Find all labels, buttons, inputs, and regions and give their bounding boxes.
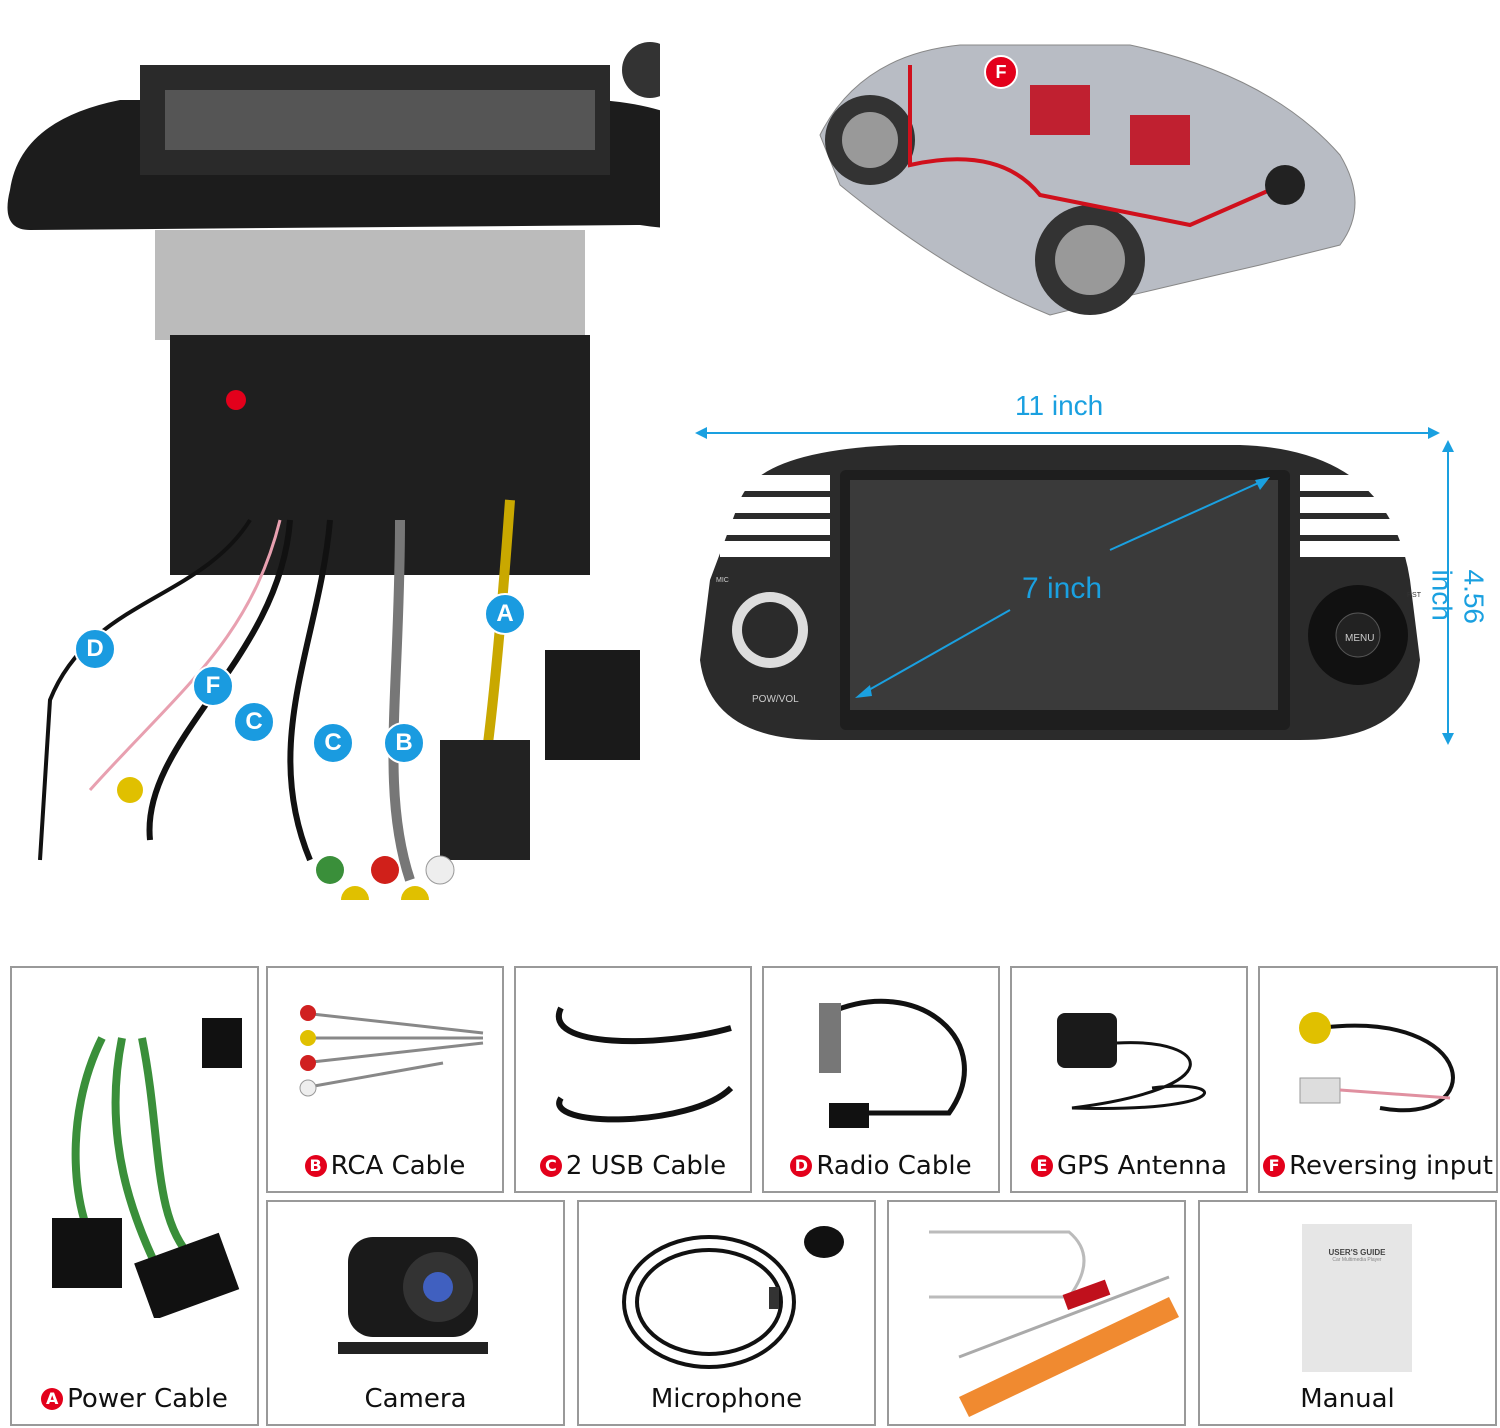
radio-cable-image: [819, 998, 967, 1128]
accessory-removal-tools: [887, 1200, 1186, 1426]
callout-b: B: [383, 722, 425, 764]
camera-image: [338, 1237, 488, 1354]
car-callout-f: F: [984, 55, 1018, 89]
unit-rear-view-image: [7, 42, 660, 900]
menu-button[interactable]: MENU: [1345, 633, 1375, 644]
car-cutaway-image: [819, 44, 1356, 316]
accessory-label: Microphone: [650, 1384, 803, 1414]
usb-cable-image: [555, 1006, 734, 1123]
gps-antenna-image: [1057, 1013, 1207, 1110]
power-cable-image: [52, 1018, 242, 1318]
reversing-cable-image: [1299, 1012, 1455, 1113]
callout-a: A: [484, 593, 526, 635]
callout-c: C: [233, 701, 275, 743]
accessory-microphone: Microphone: [577, 1200, 876, 1426]
microphone-image: [622, 1226, 844, 1369]
rca-cable-image: [299, 1005, 484, 1097]
callout-f: F: [192, 665, 234, 707]
accessory-label: Camera: [364, 1384, 467, 1414]
height-arrow: [1442, 440, 1454, 745]
accessory-camera: Camera: [266, 1200, 565, 1426]
manual-subtitle: Car Multimedia Player: [1332, 1257, 1382, 1263]
manual-cover-image: USER'S GUIDE Car Multimedia Player: [1302, 1224, 1412, 1372]
reset-label: RST: [1407, 592, 1421, 599]
callout-c: C: [312, 722, 354, 764]
screen-dimension: 7 inch: [1022, 572, 1103, 605]
head-unit-front-image: [700, 445, 1420, 740]
accessory-label: Manual: [1300, 1384, 1395, 1414]
accessory-manual: USER'S GUIDE Car Multimedia Player Manua…: [1198, 1200, 1497, 1426]
removal-tools-image: [929, 1230, 1179, 1417]
width-dimension: 11 inch: [1015, 390, 1104, 421]
width-arrow: [695, 427, 1440, 439]
manual-title: USER'S GUIDE: [1328, 1248, 1386, 1257]
callout-d: D: [74, 628, 116, 670]
mic-label: MIC: [716, 577, 729, 584]
pow-vol-label: POW/VOL: [752, 694, 799, 705]
